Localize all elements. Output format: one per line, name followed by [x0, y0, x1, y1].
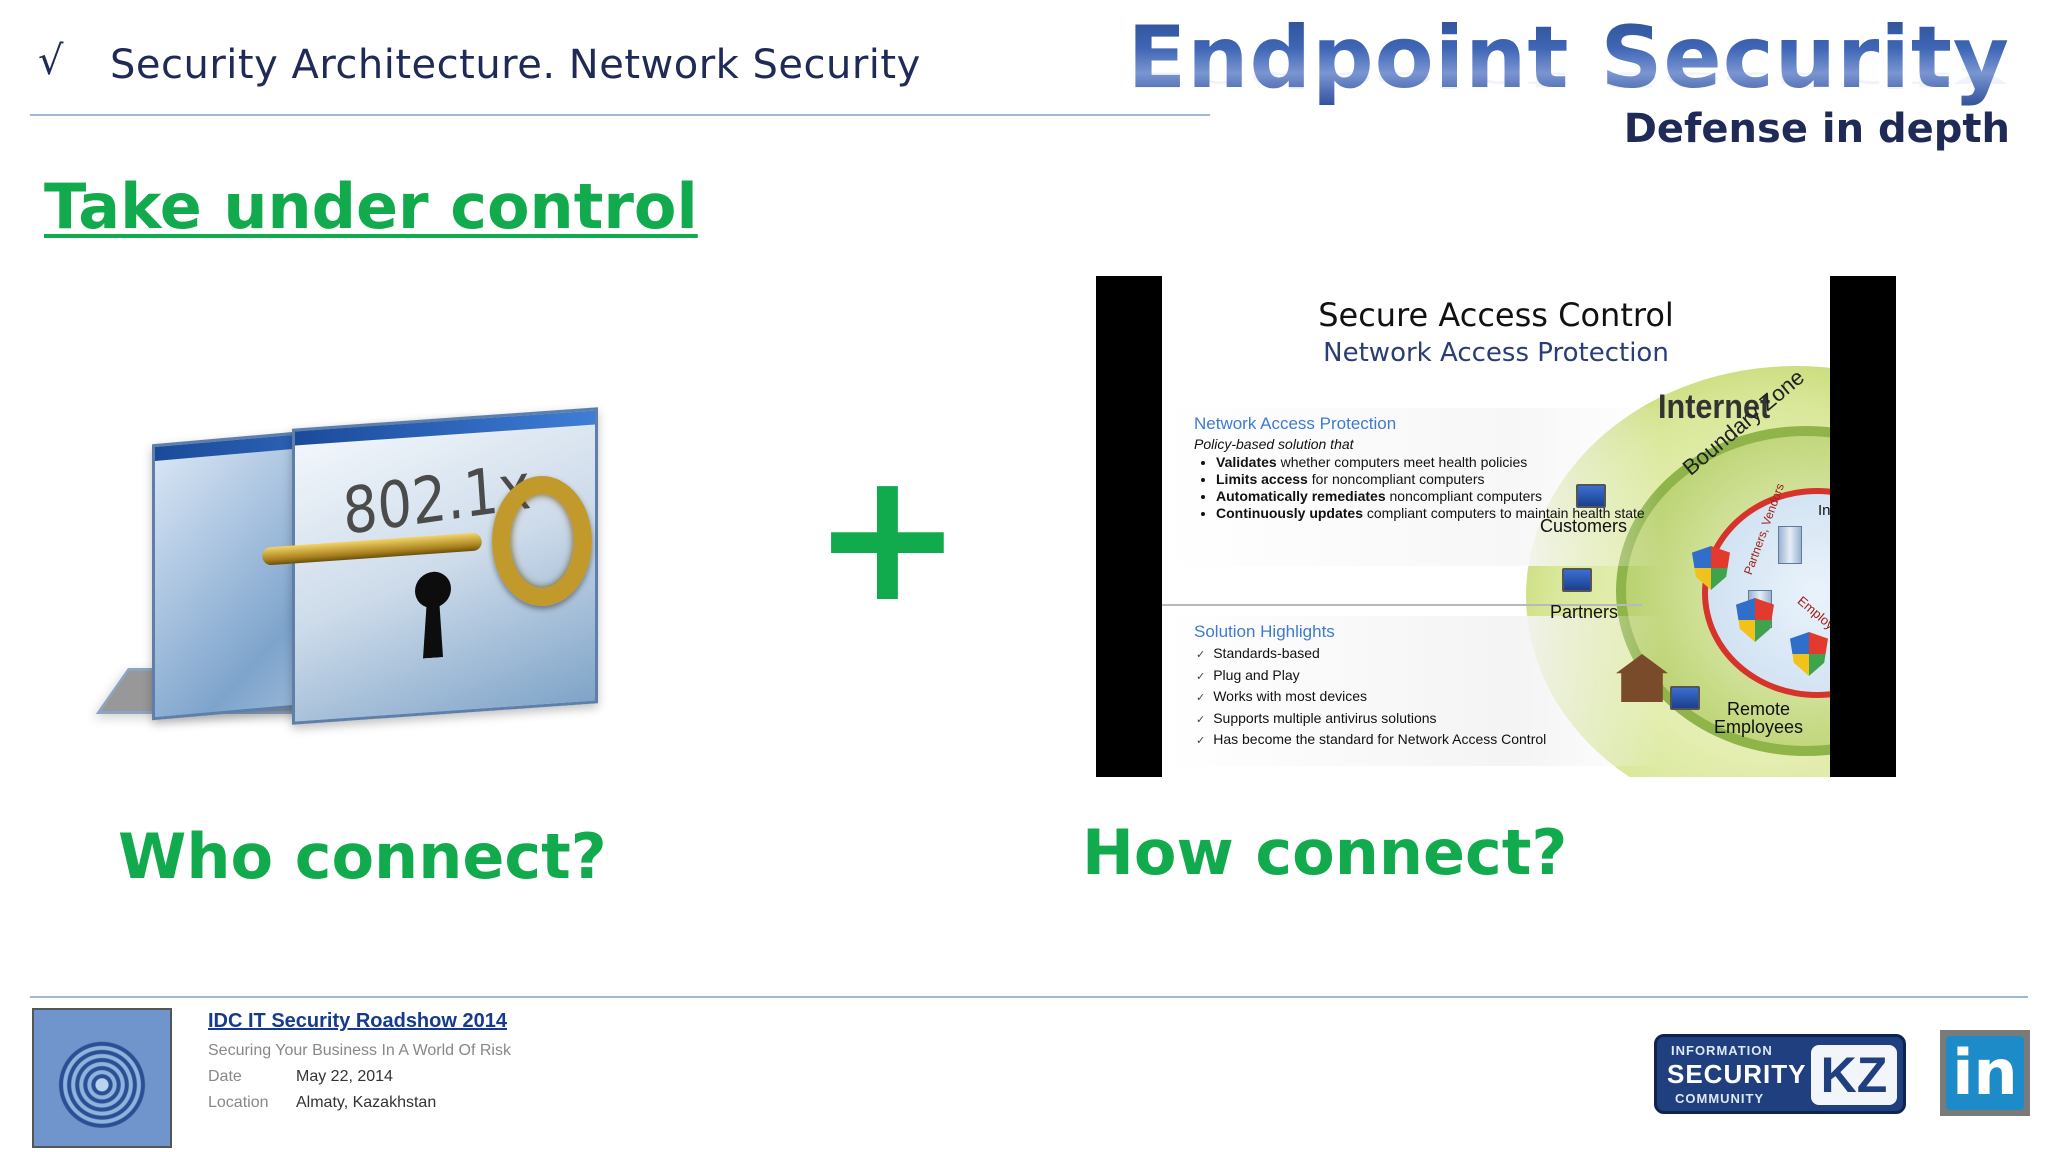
customers-label: Customers — [1540, 516, 1628, 536]
sac-subtitle: Network Access Protection — [1323, 338, 1669, 368]
secure-access-control-image: Secure Access Control Network Access Pro… — [1096, 276, 1896, 777]
list-item: Continuously updates compliant computers… — [1216, 505, 1662, 522]
nap-info-list: Validates whether computers meet health … — [1194, 454, 1662, 522]
location-label: Location — [208, 1094, 269, 1111]
date-label: Date — [208, 1068, 242, 1085]
highlights-list: Standards-based Plug and Play Works with… — [1194, 644, 1662, 752]
letterbox-bar-left — [1096, 276, 1162, 777]
list-item: Works with most devices — [1213, 687, 1662, 709]
event-title-link[interactable]: IDC IT Security Roadshow 2014 — [208, 1010, 507, 1032]
list-item: Supports multiple antivirus solutions — [1213, 709, 1662, 731]
key-ring-icon — [492, 476, 592, 606]
laptop-icon — [1562, 568, 1592, 592]
plus-icon: + — [812, 433, 963, 642]
logo-text-kz: KZ — [1811, 1045, 1897, 1105]
linkedin-logo-text: in — [1946, 1036, 2024, 1110]
info-divider — [1162, 604, 1642, 606]
infosec-community-kz-logo[interactable]: INFORMATION SECURITY COMMUNITY KZ — [1654, 1034, 1906, 1114]
list-item: Standards-based — [1213, 644, 1662, 666]
laptop-icon — [1670, 686, 1700, 710]
fingerprint-thumbnail — [32, 1008, 172, 1148]
remote-label-line2: Employees — [1714, 717, 1804, 737]
remote-employees-label: Remote Employees — [1714, 700, 1803, 736]
server-icon — [1778, 526, 1802, 564]
laptop-icon — [1576, 484, 1606, 508]
location-value: Almaty, Kazakhstan — [296, 1094, 437, 1111]
remote-label-line1: Remote — [1727, 699, 1791, 719]
footer-divider — [30, 996, 2028, 998]
sac-title: Secure Access Control — [1318, 296, 1674, 334]
letterbox-bar-right — [1830, 276, 1896, 777]
event-subtitle: Securing Your Business In A World Of Ris… — [208, 1042, 511, 1059]
list-item: Plug and Play — [1213, 666, 1662, 688]
logo-text-security: SECURITY — [1667, 1059, 1807, 1089]
how-connect-caption: How connect? — [1082, 816, 1568, 889]
section-title: Security Architecture. Network Security — [110, 42, 921, 88]
dot1x-key-illustration: 802.1x — [95, 378, 692, 725]
solution-highlights-box: Solution Highlights Standards-based Plug… — [1162, 616, 1662, 766]
brand-subtitle: Defense in depth — [1623, 106, 2010, 152]
check-mark-icon: √ — [38, 38, 64, 84]
list-item: Limits access for noncompliant computers — [1216, 471, 1662, 488]
date-value: May 22, 2014 — [296, 1068, 393, 1085]
headline: Take under control — [44, 170, 698, 243]
who-connect-caption: Who connect? — [118, 820, 607, 893]
list-item: Validates whether computers meet health … — [1216, 454, 1662, 471]
nap-info-heading: Network Access Protection — [1194, 414, 1397, 433]
logo-text-community: COMMUNITY — [1675, 1091, 1765, 1106]
list-item: Has become the standard for Network Acce… — [1213, 730, 1662, 752]
logo-text-information: INFORMATION — [1671, 1043, 1773, 1058]
brand-title: Endpoint Security — [1127, 8, 2010, 108]
partners-label: Partners — [1550, 602, 1619, 622]
highlights-heading: Solution Highlights — [1194, 622, 1335, 641]
list-item: Automatically remediates noncompliant co… — [1216, 488, 1662, 505]
header-divider — [30, 114, 1210, 116]
linkedin-icon[interactable]: in — [1940, 1030, 2030, 1116]
internet-label: Internet — [1658, 388, 1771, 426]
nap-info-intro: Policy-based solution that — [1194, 436, 1354, 452]
